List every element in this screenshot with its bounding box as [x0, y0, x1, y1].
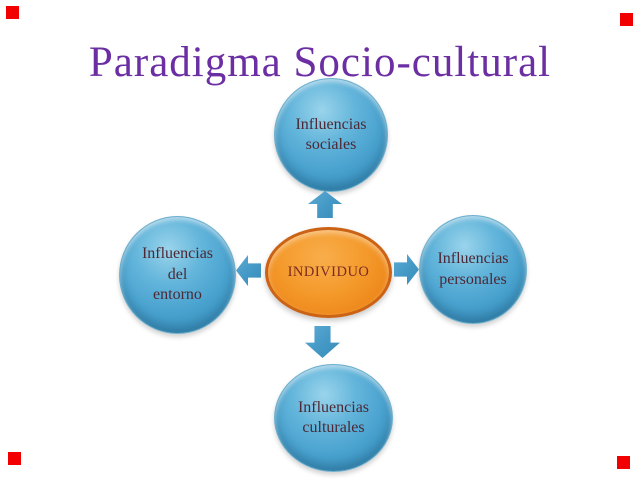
- node-individuo: INDIVIDUO: [265, 227, 392, 318]
- arrow-left-icon: [236, 255, 261, 286]
- node-label-line: Influencias: [297, 398, 370, 416]
- slide-title: Paradigma Socio-cultural: [88, 39, 552, 86]
- node-label-line: Influencias: [295, 115, 367, 133]
- corner-marker: [620, 13, 633, 26]
- arrow-down-icon: [305, 326, 340, 358]
- node-influencias-personales: Influencias personales: [419, 215, 527, 324]
- node-influencias-culturales: Influencias culturales: [274, 364, 393, 472]
- center-node-label: INDIVIDUO: [287, 264, 370, 280]
- corner-marker: [8, 452, 21, 465]
- corner-marker: [617, 456, 630, 469]
- node-label-line: Influencias: [437, 250, 509, 268]
- node-label-line: Influencias: [141, 245, 214, 263]
- node-label: Influencias culturales: [298, 398, 369, 439]
- node-influencias-sociales: Influencias sociales: [274, 78, 388, 192]
- node-label-line: sociales: [305, 136, 357, 153]
- node-influencias-del-entorno: Influencias del entorno: [119, 216, 236, 334]
- node-label: Influencias personales: [437, 249, 508, 290]
- node-label: Influencias sociales: [295, 115, 366, 156]
- node-label-line: entorno: [153, 286, 202, 304]
- arrow-up-icon: [308, 191, 342, 218]
- corner-marker: [6, 6, 19, 19]
- node-label-line: del: [167, 265, 188, 283]
- node-label: Influencias del entorno: [142, 244, 213, 305]
- node-label-line: personales: [439, 270, 507, 288]
- arrow-right-icon: [394, 254, 419, 285]
- node-label-line: culturales: [302, 419, 365, 436]
